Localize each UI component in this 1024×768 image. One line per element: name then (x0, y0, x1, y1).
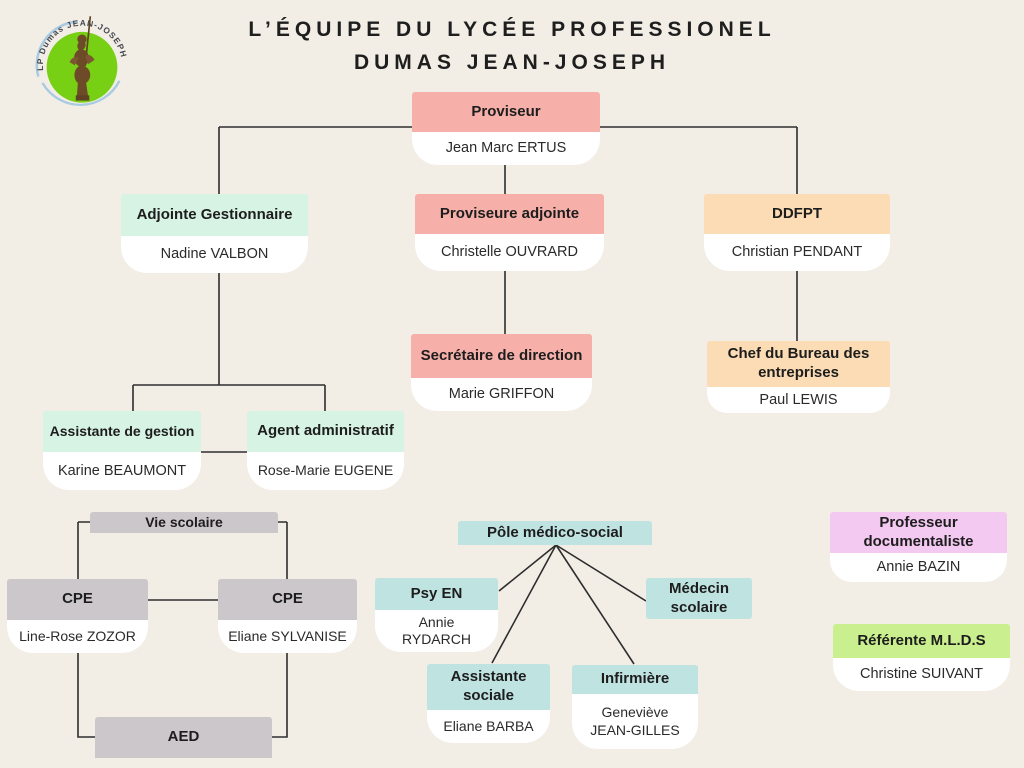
node-agent-administratif-role: Agent administratif (247, 411, 404, 452)
node-psy-en: Psy EN Annie RYDARCH (375, 578, 498, 652)
node-cpe-left-role: CPE (7, 579, 148, 620)
node-infirmiere-name: Geneviève JEAN-GILLES (572, 694, 698, 749)
node-cpe-left-name: Line-Rose ZOZOR (7, 620, 148, 653)
node-proviseure-adjointe: Proviseure adjointe Christelle OUVRARD (415, 194, 604, 271)
node-ddfpt-role: DDFPT (704, 194, 890, 234)
node-aed: AED (95, 717, 272, 758)
node-proviseur-role: Proviseur (412, 92, 600, 132)
node-proviseure-adjointe-role: Proviseure adjointe (415, 194, 604, 234)
node-cpe-right-role: CPE (218, 579, 357, 620)
node-cpe-right-name: Eliane SYLVANISE (218, 620, 357, 653)
node-agent-administratif: Agent administratif Rose-Marie EUGENE (247, 411, 404, 490)
node-chef-bureau-entreprises: Chef du Bureau des entreprises Paul LEWI… (707, 341, 890, 413)
page-title-line1: L’ÉQUIPE DU LYCÉE PROFESSIONEL (248, 18, 776, 41)
node-proviseur: Proviseur Jean Marc ERTUS (412, 92, 600, 165)
node-assistante-gestion-role: Assistante de gestion (43, 411, 201, 452)
node-agent-administratif-name: Rose-Marie EUGENE (247, 452, 404, 490)
node-adjointe-gestionnaire: Adjointe Gestionnaire Nadine VALBON (121, 194, 308, 273)
node-secretaire-direction-name: Marie GRIFFON (411, 378, 592, 411)
node-assistante-gestion: Assistante de gestion Karine BEAUMONT (43, 411, 201, 490)
node-assistante-sociale-role: Assistante sociale (427, 664, 550, 710)
node-medecin-scolaire: Médecin scolaire (646, 578, 752, 619)
node-infirmiere: Infirmière Geneviève JEAN-GILLES (572, 665, 698, 749)
node-chef-bureau-entreprises-role: Chef du Bureau des entreprises (707, 341, 890, 387)
node-assistante-sociale-name: Eliane BARBA (427, 710, 550, 743)
node-medecin-scolaire-role: Médecin scolaire (646, 578, 752, 619)
logo-statue (69, 16, 95, 101)
node-pole-medico-social-role: Pôle médico-social (458, 521, 652, 545)
page-title-line2: DUMAS JEAN-JOSEPH (353, 50, 671, 74)
node-referente-mlds-name: Christine SUIVANT (833, 658, 1010, 691)
node-referente-mlds-role: Référente M.L.D.S (833, 624, 1010, 658)
node-ddfpt-name: Christian PENDANT (704, 234, 890, 271)
school-logo: LP Dumas JEAN-JOSEPH (35, 16, 128, 107)
node-professeur-documentaliste: Professeur documentaliste Annie BAZIN (830, 512, 1007, 582)
node-assistante-gestion-name: Karine BEAUMONT (43, 452, 201, 490)
node-assistante-sociale: Assistante sociale Eliane BARBA (427, 664, 550, 743)
node-adjointe-gestionnaire-name: Nadine VALBON (121, 236, 308, 273)
node-aed-role: AED (95, 717, 272, 758)
node-vie-scolaire: Vie scolaire (90, 512, 278, 533)
node-referente-mlds: Référente M.L.D.S Christine SUIVANT (833, 624, 1010, 691)
node-vie-scolaire-role: Vie scolaire (90, 512, 278, 533)
node-cpe-left: CPE Line-Rose ZOZOR (7, 579, 148, 653)
node-secretaire-direction: Secrétaire de direction Marie GRIFFON (411, 334, 592, 411)
node-proviseur-name: Jean Marc ERTUS (412, 132, 600, 165)
node-pole-medico-social: Pôle médico-social (458, 521, 652, 545)
page-title: L’ÉQUIPE DU LYCÉE PROFESSIONEL DUMAS JEA… (0, 14, 1024, 79)
node-proviseure-adjointe-name: Christelle OUVRARD (415, 234, 604, 271)
node-cpe-right: CPE Eliane SYLVANISE (218, 579, 357, 653)
node-secretaire-direction-role: Secrétaire de direction (411, 334, 592, 378)
node-professeur-documentaliste-role: Professeur documentaliste (830, 512, 1007, 553)
node-ddfpt: DDFPT Christian PENDANT (704, 194, 890, 271)
node-infirmiere-role: Infirmière (572, 665, 698, 694)
node-psy-en-name: Annie RYDARCH (375, 610, 498, 652)
node-psy-en-role: Psy EN (375, 578, 498, 610)
node-adjointe-gestionnaire-role: Adjointe Gestionnaire (121, 194, 308, 236)
node-professeur-documentaliste-name: Annie BAZIN (830, 553, 1007, 582)
node-chef-bureau-entreprises-name: Paul LEWIS (707, 387, 890, 413)
